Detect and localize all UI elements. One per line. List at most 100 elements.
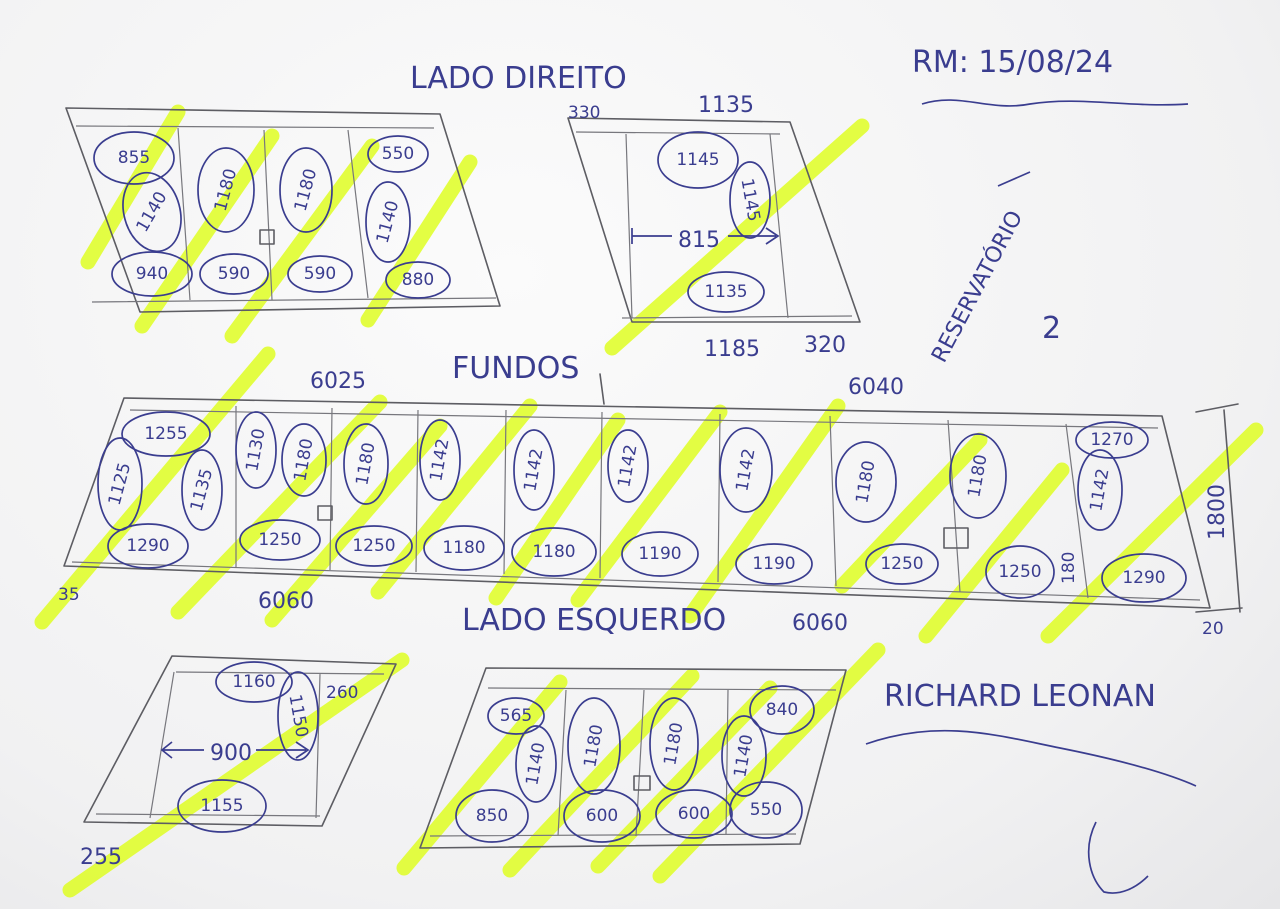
panel-oval: [513, 429, 555, 511]
ink-tick: [997, 171, 1031, 187]
reservatorio-number: 2: [1042, 311, 1061, 346]
panel-oval: [649, 697, 699, 791]
panel-oval: [655, 789, 733, 839]
panel-label: 1135: [704, 282, 747, 302]
dim-label: 330: [568, 103, 600, 123]
panel-oval: [111, 251, 193, 297]
annotations: LADO DIREITO RM: 15/08/24 FUNDOS LADO ES…: [58, 45, 1230, 894]
panel-oval: [949, 433, 1007, 519]
dim-label: 180: [1059, 552, 1079, 584]
panel-oval: [719, 427, 773, 513]
panel-oval: [749, 685, 815, 735]
panel-oval: [1101, 553, 1187, 603]
panel-oval: [563, 789, 641, 843]
panel-oval: [239, 519, 321, 561]
ink-squiggle: [1087, 821, 1149, 894]
panel-label: 880: [402, 270, 434, 290]
panel-label: 940: [136, 264, 168, 284]
panel-oval: [419, 419, 461, 501]
dim-label: 6060: [258, 589, 314, 614]
panel-label: 1140: [522, 741, 549, 787]
panel-label: 1142: [520, 447, 547, 493]
panel-label: 550: [382, 144, 414, 164]
panel-label: 1270: [1090, 430, 1133, 450]
dim-label: 320: [804, 333, 846, 358]
panel-oval: [335, 525, 413, 567]
dimension-arrow: [631, 227, 780, 245]
reservatorio-label: RESERVATÓRIO: [926, 206, 1028, 367]
dim-label: 35: [58, 585, 80, 605]
dim-label: 260: [326, 683, 358, 703]
dim-label: 815: [678, 228, 720, 253]
panel-label: 1290: [1122, 568, 1165, 588]
dim-label: 900: [210, 741, 252, 766]
panel-label: 1125: [105, 461, 136, 508]
panel-label: 600: [678, 804, 710, 824]
panel-oval: [1075, 421, 1149, 459]
panel-label: 1180: [352, 441, 379, 487]
panel-label: 1255: [144, 424, 187, 444]
panel-label: 600: [586, 806, 618, 826]
panel-label: 1140: [373, 199, 404, 246]
panel-oval: [365, 181, 411, 263]
panel-oval: [567, 697, 621, 795]
junction-box-icon: [259, 229, 275, 245]
fundos-label: FUNDOS: [452, 351, 579, 386]
dim-label: 6025: [310, 369, 366, 394]
panel-label: 1135: [187, 467, 218, 514]
panel-label: 840: [766, 700, 798, 720]
panel-oval: [735, 543, 813, 585]
panel-oval: [729, 781, 803, 839]
dim-label: 1800: [1205, 484, 1230, 540]
panel-label: 1290: [126, 536, 169, 556]
panel-oval: [721, 715, 767, 797]
panel-oval: [279, 147, 333, 233]
panel-label: 1190: [752, 554, 795, 574]
top-right-rack: [567, 117, 861, 323]
page-title: LADO DIREITO: [410, 61, 627, 96]
panel-oval: [657, 131, 739, 189]
panel-oval: [515, 725, 557, 803]
bottom-right-rack: [419, 667, 847, 849]
highlighter-marks: [34, 104, 1264, 898]
panel-oval: [177, 779, 267, 833]
panel-oval: [235, 411, 277, 489]
panel-oval: [1077, 449, 1123, 531]
panel-label: 1145: [736, 177, 763, 223]
panel-oval: [487, 697, 545, 735]
panel-oval: [835, 441, 897, 523]
panel-label: 1160: [232, 672, 275, 692]
dim-label: 6040: [848, 375, 904, 400]
panel-label: 1250: [258, 530, 301, 550]
panel-label: 590: [304, 264, 336, 284]
panel-label: 1180: [532, 542, 575, 562]
junction-box-icon: [317, 505, 333, 521]
panel-oval: [385, 261, 451, 299]
rm-date: RM: 15/08/24: [912, 45, 1113, 80]
panel-oval: [511, 527, 597, 577]
panel-oval: [181, 449, 223, 531]
panel-oval: [621, 531, 699, 577]
panel-oval: [687, 271, 765, 313]
panel-label: 1250: [998, 562, 1041, 582]
dim-label: 1185: [704, 337, 760, 362]
panel-label: 855: [118, 148, 150, 168]
dim-label: 255: [80, 845, 122, 870]
panel-label: 590: [218, 264, 250, 284]
panel-label: 1180: [852, 459, 879, 505]
panel-oval: [277, 671, 319, 761]
top-left-rack: [65, 107, 501, 313]
dim-label: 6060: [792, 611, 848, 636]
dimension-arrow: [160, 741, 310, 759]
panel-label: 1142: [1086, 467, 1113, 513]
underline-mark: [921, 99, 1189, 107]
panel-oval: [107, 523, 189, 569]
panel-label: 1142: [614, 443, 641, 489]
panel-label: 1250: [352, 536, 395, 556]
author-signature: RICHARD LEONAN: [884, 679, 1156, 714]
panel-label: 1180: [291, 167, 322, 214]
panel-label: 1180: [660, 721, 687, 767]
lado-esquerdo-label: LADO ESQUERDO: [462, 603, 726, 638]
